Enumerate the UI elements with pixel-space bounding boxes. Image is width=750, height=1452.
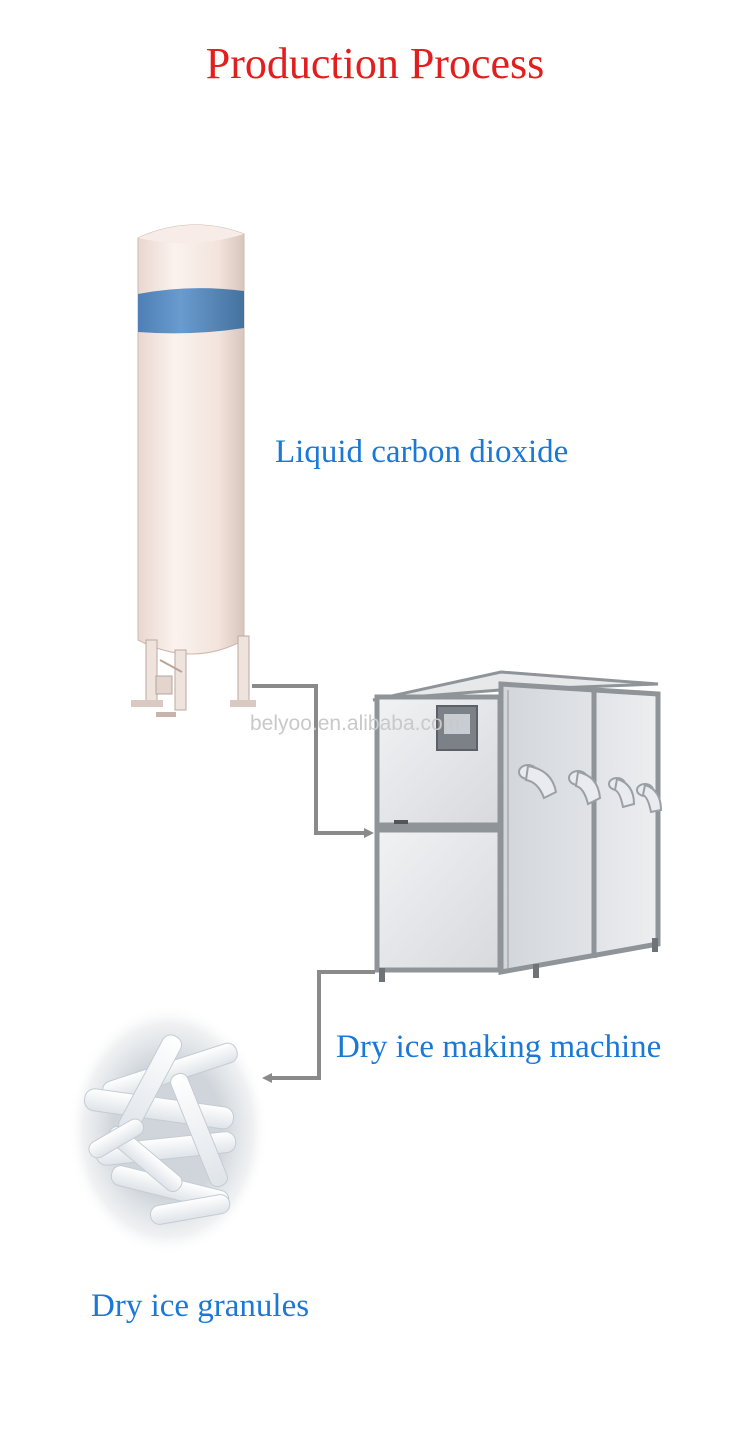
dry-ice-granules-icon — [68, 1005, 268, 1255]
flow-arrow-machine-to-granules — [262, 970, 375, 1083]
dry-ice-machine-icon — [372, 670, 663, 982]
flow-arrow-tank-to-machine — [252, 684, 374, 838]
watermark-url: belyoo.en.alibaba.com — [250, 712, 461, 735]
caption-dry-ice-machine: Dry ice making machine — [336, 1029, 662, 1065]
page-title: Production Process — [205, 39, 545, 88]
caption-dry-ice-granules: Dry ice granules — [91, 1288, 310, 1324]
co2-tank-icon — [131, 224, 256, 717]
caption-liquid-co2: Liquid carbon dioxide — [275, 434, 569, 470]
